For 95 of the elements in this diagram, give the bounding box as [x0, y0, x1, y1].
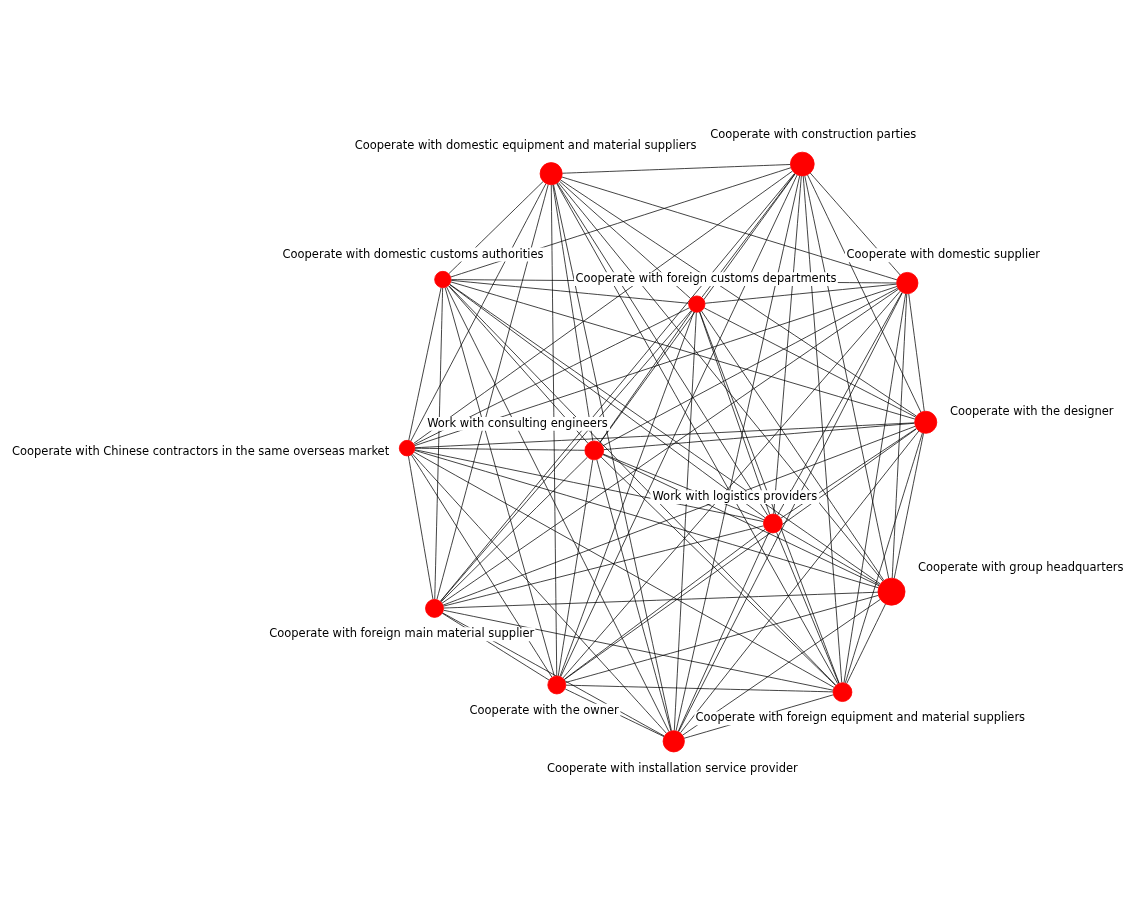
node-circle: [398, 439, 416, 457]
node-circle: [896, 272, 919, 295]
node-circle: [662, 730, 685, 753]
node-label: Cooperate with group headquarters: [918, 560, 1124, 575]
connector: [776, 531, 840, 684]
connector: [408, 455, 434, 600]
connector: [440, 456, 588, 603]
connector: [562, 290, 901, 679]
node-label: Cooperate with domestic equipment and material suppliers: [354, 137, 697, 152]
node-circle: [763, 513, 783, 534]
connector: [599, 173, 796, 444]
connector: [843, 293, 906, 684]
connector: [411, 454, 553, 678]
connector: [439, 173, 795, 602]
node-label: Work with logistics providers: [652, 489, 818, 504]
connector: [550, 184, 558, 677]
node-label: Cooperate with domestic supplier: [846, 247, 1040, 262]
connector: [561, 164, 791, 174]
node-circle: [688, 295, 706, 313]
node-circle: [584, 440, 605, 461]
connector: [558, 182, 884, 582]
connector: [448, 285, 837, 686]
connector: [553, 184, 672, 732]
connector: [442, 425, 916, 606]
connector: [704, 283, 898, 304]
node-label: Cooperate with foreign main material supplier: [269, 626, 535, 641]
connector: [699, 311, 840, 684]
connector: [804, 175, 890, 579]
connector: [444, 287, 555, 677]
connector: [777, 292, 903, 516]
connector: [701, 310, 885, 581]
connector: [908, 293, 925, 412]
node-label: Cooperate with installation service provider: [547, 760, 798, 775]
connector: [699, 311, 771, 515]
connector: [443, 591, 879, 609]
node-label: Cooperate with foreign customs departments: [575, 271, 837, 286]
node-circle: [832, 682, 853, 702]
connector: [675, 175, 801, 732]
connector: [891, 293, 908, 579]
connector: [780, 428, 917, 519]
node-label: Cooperate with foreign equipment and material suppliers: [695, 710, 1026, 725]
connector: [802, 175, 843, 683]
node-circle: [790, 151, 815, 177]
connector: [563, 528, 766, 680]
node-label: Cooperate with the owner: [469, 702, 619, 717]
connector: [448, 285, 589, 444]
connector: [844, 432, 923, 684]
connector: [565, 595, 879, 683]
connector: [552, 184, 594, 442]
connector: [414, 422, 916, 449]
connector: [440, 310, 692, 602]
connector: [436, 184, 549, 600]
connector: [673, 311, 697, 731]
connector: [434, 287, 443, 600]
connector: [682, 599, 881, 736]
connector: [413, 307, 690, 445]
connector: [450, 279, 689, 304]
connector: [443, 525, 764, 607]
connector: [602, 287, 899, 447]
connector: [414, 286, 898, 447]
connector: [680, 430, 920, 734]
connector: [557, 459, 594, 677]
connector: [781, 528, 880, 586]
connector: [560, 174, 798, 678]
connector: [846, 603, 886, 684]
node-label: Cooperate with the designer: [949, 404, 1114, 419]
node-circle: [877, 577, 906, 606]
connector: [563, 428, 917, 681]
connector: [560, 179, 917, 417]
connector: [413, 170, 793, 444]
connector: [412, 453, 667, 734]
connector: [893, 432, 924, 579]
node-circle: [434, 270, 452, 289]
connector: [561, 176, 898, 281]
connector: [701, 173, 796, 298]
node-label: Cooperate with domestic customs authorities: [282, 246, 544, 261]
connector: [677, 531, 770, 732]
node-label: Cooperate with construction parties: [710, 127, 917, 142]
connector: [446, 286, 670, 732]
node-label: Work with consulting engineers: [427, 415, 608, 430]
connector: [559, 180, 691, 299]
connector: [599, 310, 693, 443]
connector: [565, 684, 834, 693]
node-label: Cooperate with Chinese contractors in the same overseas market: [12, 444, 390, 459]
connector: [678, 292, 903, 733]
connector: [408, 287, 442, 441]
node-circle: [914, 410, 938, 434]
connector: [559, 311, 695, 677]
connector: [556, 182, 769, 516]
node-circle: [539, 162, 563, 186]
connector: [414, 447, 586, 451]
connector: [703, 307, 917, 418]
node-circle: [547, 675, 567, 695]
node-circle: [425, 598, 444, 618]
connector: [773, 175, 802, 515]
